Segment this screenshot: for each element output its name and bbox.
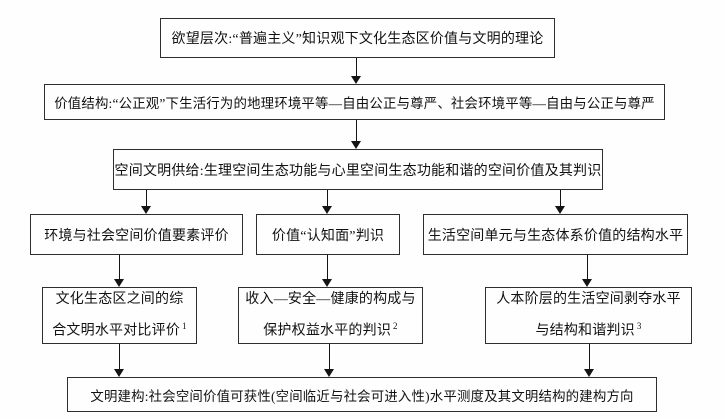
arrow-down-icon <box>582 255 593 287</box>
node-living-space-structure: 生活空间单元与生态体系价值的结构水平 <box>423 214 688 255</box>
node-desire-hierarchy: 欲望层次:“普遍主义”知识观下文化生态区价值与文明的理论 <box>160 18 555 58</box>
arrow-down-icon <box>584 344 595 377</box>
footnote-marker: 1 <box>182 321 187 332</box>
node-cultural-zone-comparison-line1: 文化生态区之间的综 <box>55 292 184 308</box>
arrow-down-icon <box>324 344 335 377</box>
node-env-social-value-eval: 环境与社会空间价值要素评价 <box>30 214 243 255</box>
node-env-social-value-eval-label: 环境与社会空间价值要素评价 <box>44 228 229 244</box>
node-space-civilization-supply: 空间文明供给:生理空间生态功能与心里空间生态功能和谐的空间价值及其判识 <box>113 149 603 190</box>
node-civilization-construction: 文明建构:社会空间价值可获性(空间临近与社会可进入性)水平测度及其文明结构的建构… <box>67 377 657 412</box>
node-value-structure: 价值结构:“公正观”下生活行为的地理环境平等—自由公正与尊严、社会环境平等—自由… <box>44 84 665 120</box>
node-income-safety-health-line2: 保护权益水平的判识 <box>263 323 392 339</box>
arrow-down-icon <box>351 120 362 149</box>
arrow-down-icon <box>114 255 125 287</box>
footnote-marker: 3 <box>636 321 642 332</box>
node-space-civilization-supply-label: 空间文明供给:生理空间生态功能与心里空间生态功能和谐的空间价值及其判识 <box>114 163 602 179</box>
arrow-down-icon <box>141 190 152 214</box>
node-human-strata-deprivation-line1: 人本阶层的生活空间剥夺水平 <box>496 292 681 308</box>
node-civilization-construction-label: 文明建构:社会空间价值可获性(空间临近与社会可进入性)水平测度及其文明结构的建构… <box>90 388 634 404</box>
node-income-safety-health-line1: 收入—安全—健康的构成与 <box>245 292 416 308</box>
node-desire-hierarchy-label: 欲望层次:“普遍主义”知识观下文化生态区价值与文明的理论 <box>171 32 544 47</box>
node-value-cognition-label: 价值“认知面”判识 <box>271 228 385 244</box>
arrow-down-icon <box>114 344 125 377</box>
footnote-marker: 2 <box>393 321 398 332</box>
arrow-down-icon <box>555 190 566 214</box>
node-living-space-structure-label: 生活空间单元与生态体系价值的结构水平 <box>427 228 684 244</box>
node-cultural-zone-comparison-line2: 合文明水平对比评价 <box>52 323 181 339</box>
arrow-down-icon <box>322 255 333 287</box>
node-value-structure-label: 价值结构:“公正观”下生活行为的地理环境平等—自由公正与尊严、社会环境平等—自由… <box>54 96 655 111</box>
node-human-strata-deprivation-line2: 与结构和谐判识 <box>535 323 635 339</box>
arrow-down-icon <box>351 58 362 84</box>
arrow-down-icon <box>322 190 333 214</box>
node-value-cognition: 价值“认知面”判识 <box>256 214 400 255</box>
